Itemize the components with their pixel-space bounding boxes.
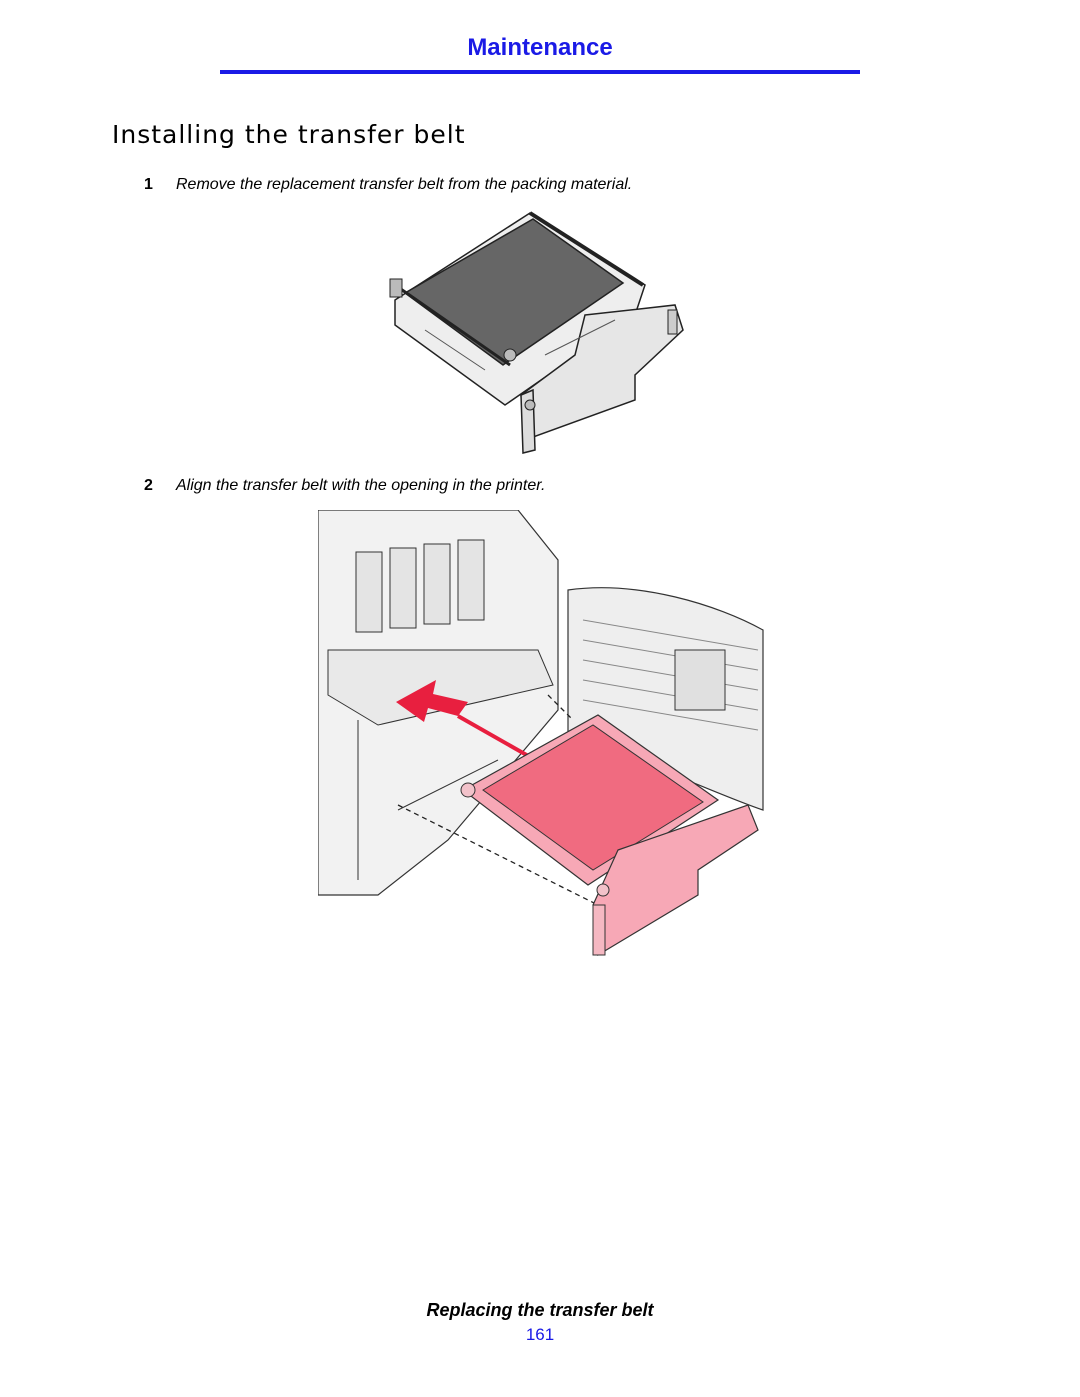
step-2-number: 2 — [144, 477, 153, 494]
transfer-belt-illustration — [389, 211, 684, 454]
step-1-number: 1 — [144, 176, 153, 193]
footer-section-title: Replacing the transfer belt — [426, 1300, 654, 1320]
page-number: 161 — [525, 1325, 555, 1344]
step-1: 1 Remove the replacement transfer belt fr… — [144, 176, 632, 194]
printer-insertion-illustration — [318, 510, 764, 957]
header-title: Maintenance — [467, 34, 613, 61]
step-2-text: Align the transfer belt with the opening… — [176, 477, 546, 494]
step-2: 2 Align the transfer belt with the openin… — [144, 477, 545, 495]
step-1-text: Remove the replacement transfer belt fro… — [176, 176, 633, 193]
header-rule — [220, 70, 860, 74]
section-title: Installing the transfer belt — [112, 120, 466, 149]
